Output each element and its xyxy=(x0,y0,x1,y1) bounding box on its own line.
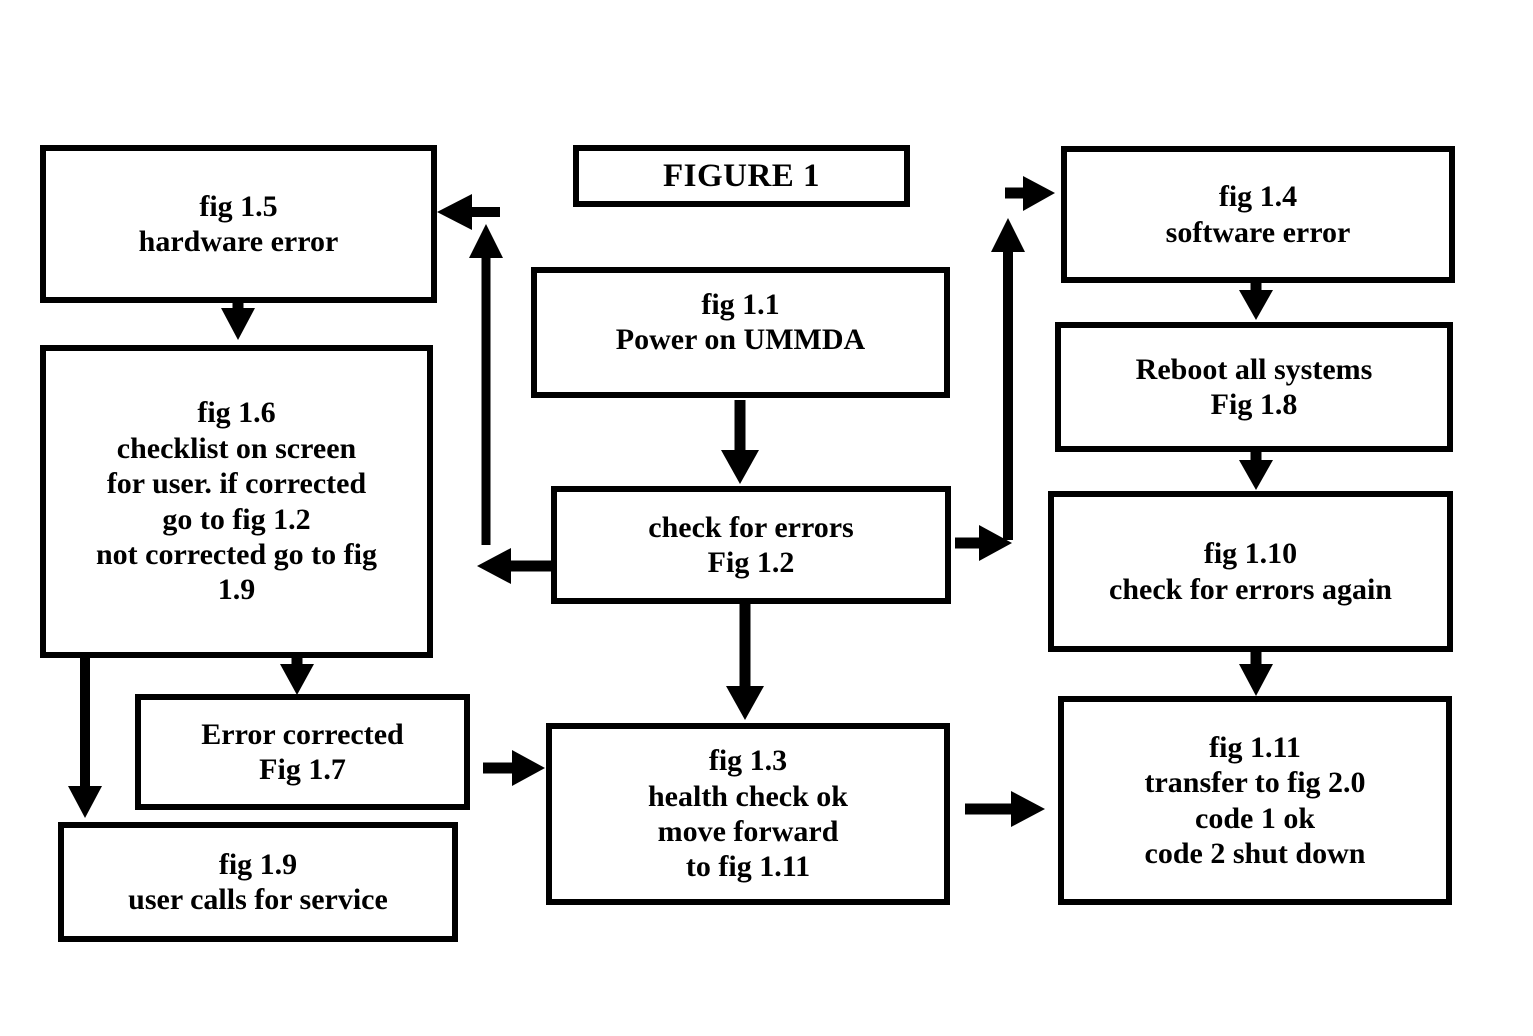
node-line: fig 1.11 xyxy=(1209,730,1301,764)
node-line: check for errors again xyxy=(1109,572,1392,606)
figure-title-box: FIGURE 1 xyxy=(573,145,910,207)
node-fig-1-2-check-for-errors[interactable]: check for errors Fig 1.2 xyxy=(551,486,951,604)
node-fig-1-10-check-errors-again[interactable]: fig 1.10 check for errors again xyxy=(1048,491,1453,652)
node-line: Fig 1.7 xyxy=(259,753,346,786)
arrow-fig-1-8-to-fig-1-10 xyxy=(1239,452,1273,490)
node-line: Reboot all systems xyxy=(1135,352,1373,386)
node-fig-1-5-hardware-error[interactable]: fig 1.5 hardware error xyxy=(40,145,437,303)
node-fig-1-6-checklist[interactable]: fig 1.6 checklist on screen for user. if… xyxy=(40,345,433,658)
node-line: go to fig 1.2 xyxy=(162,502,311,536)
node-fig-1-1-power-on[interactable]: fig 1.1 Power on UMMDA xyxy=(531,267,950,398)
node-line: Fig 1.2 xyxy=(707,546,795,579)
node-line: check for errors xyxy=(648,510,854,544)
arrow-fig-1-5-to-fig-1-6 xyxy=(221,303,255,340)
node-fig-1-4-software-error[interactable]: fig 1.4 software error xyxy=(1061,146,1455,283)
node-line: fig 1.10 xyxy=(1203,537,1298,571)
node-line: Fig 1.8 xyxy=(1210,388,1298,421)
arrow-fig-1-1-to-fig-1-2 xyxy=(721,400,759,484)
node-fig-1-8-reboot-all-systems[interactable]: Reboot all systems Fig 1.8 xyxy=(1055,322,1453,452)
figure-title-label: FIGURE 1 xyxy=(662,157,821,194)
node-line: fig 1.9 xyxy=(218,847,298,881)
arrow-fig-1-6-to-fig-1-7 xyxy=(280,658,314,695)
arrow-fig-1-3-to-fig-1-11 xyxy=(965,791,1045,827)
arrow-fig-1-6-to-fig-1-9 xyxy=(68,658,102,818)
node-line: Power on UMMDA xyxy=(615,323,866,357)
node-line: not corrected go to fig xyxy=(95,537,377,571)
node-fig-1-7-error-corrected[interactable]: Error corrected Fig 1.7 xyxy=(135,694,470,810)
node-line: transfer to fig 2.0 xyxy=(1144,766,1366,800)
arrow-fig-1-2-up-to-fig-1-4 xyxy=(991,218,1025,540)
arrow-fig-1-2-to-fig-1-3 xyxy=(726,604,764,720)
node-line: move forward xyxy=(657,815,839,848)
node-line: fig 1.1 xyxy=(701,288,780,321)
node-line: fig 1.5 xyxy=(199,189,278,223)
node-line: checklist on screen xyxy=(116,431,357,465)
arrow-fig-1-2-to-fig-1-6-left xyxy=(477,548,551,584)
node-line: fig 1.4 xyxy=(1218,180,1298,214)
arrow-fig-1-7-to-fig-1-3 xyxy=(483,750,545,786)
node-line: health check ok xyxy=(647,779,848,813)
arrow-fig-1-4-to-fig-1-8 xyxy=(1239,283,1273,320)
arrow-into-fig-1-5-left xyxy=(437,194,500,230)
arrow-fig-1-10-to-fig-1-11 xyxy=(1239,652,1273,696)
node-line: code 2 shut down xyxy=(1144,836,1366,870)
arrow-fig-1-2-to-fig-1-10-right xyxy=(955,525,1012,561)
node-line: hardware error xyxy=(138,225,339,258)
node-line: to fig 1.11 xyxy=(685,850,811,884)
node-line: user calls for service xyxy=(128,883,388,916)
node-fig-1-3-health-check[interactable]: fig 1.3 health check ok move forward to … xyxy=(546,723,950,905)
node-line: code 1 ok xyxy=(1195,801,1315,835)
arrow-fig-1-2-up-to-fig-1-5 xyxy=(469,224,503,545)
node-line: Error corrected xyxy=(201,717,404,751)
node-line: fig 1.6 xyxy=(197,396,276,430)
node-line: fig 1.3 xyxy=(708,744,788,778)
arrow-into-fig-1-4-right xyxy=(1005,176,1055,211)
node-line: software error xyxy=(1165,215,1351,249)
node-fig-1-11-transfer[interactable]: fig 1.11 transfer to fig 2.0 code 1 ok c… xyxy=(1058,696,1452,905)
node-fig-1-9-user-calls-for-service[interactable]: fig 1.9 user calls for service xyxy=(58,822,458,942)
node-line: for user. if corrected xyxy=(106,467,367,501)
node-line: 1.9 xyxy=(217,573,256,607)
